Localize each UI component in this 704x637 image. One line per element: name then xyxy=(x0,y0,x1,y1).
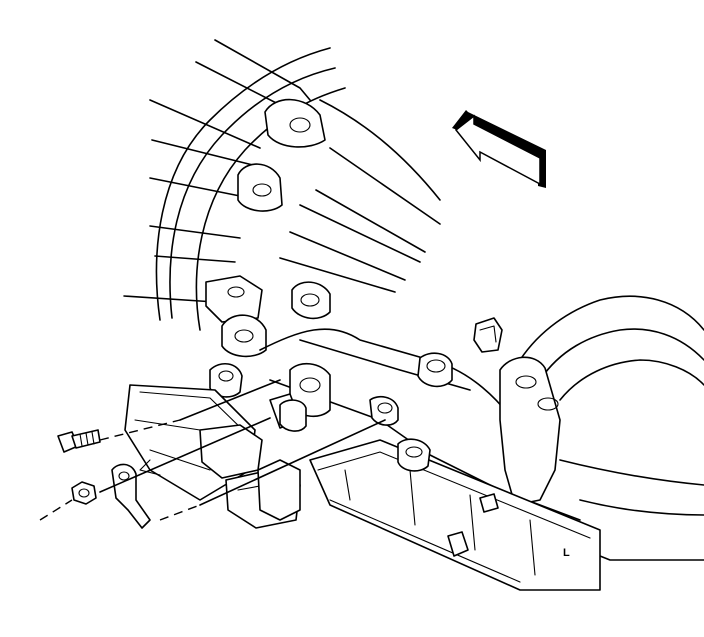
callout-letter: L xyxy=(563,547,570,559)
direction-arrow-icon xyxy=(452,110,546,188)
bracket-lever xyxy=(111,463,151,529)
bolt xyxy=(57,429,101,453)
range-switch xyxy=(124,384,301,529)
transmission-case xyxy=(259,295,704,561)
bell-housing xyxy=(123,39,441,358)
shift-shaft xyxy=(209,362,399,432)
nut xyxy=(71,481,97,505)
alignment-lines xyxy=(39,379,386,521)
clip-bracket xyxy=(473,317,503,353)
oil-pan xyxy=(309,438,601,591)
